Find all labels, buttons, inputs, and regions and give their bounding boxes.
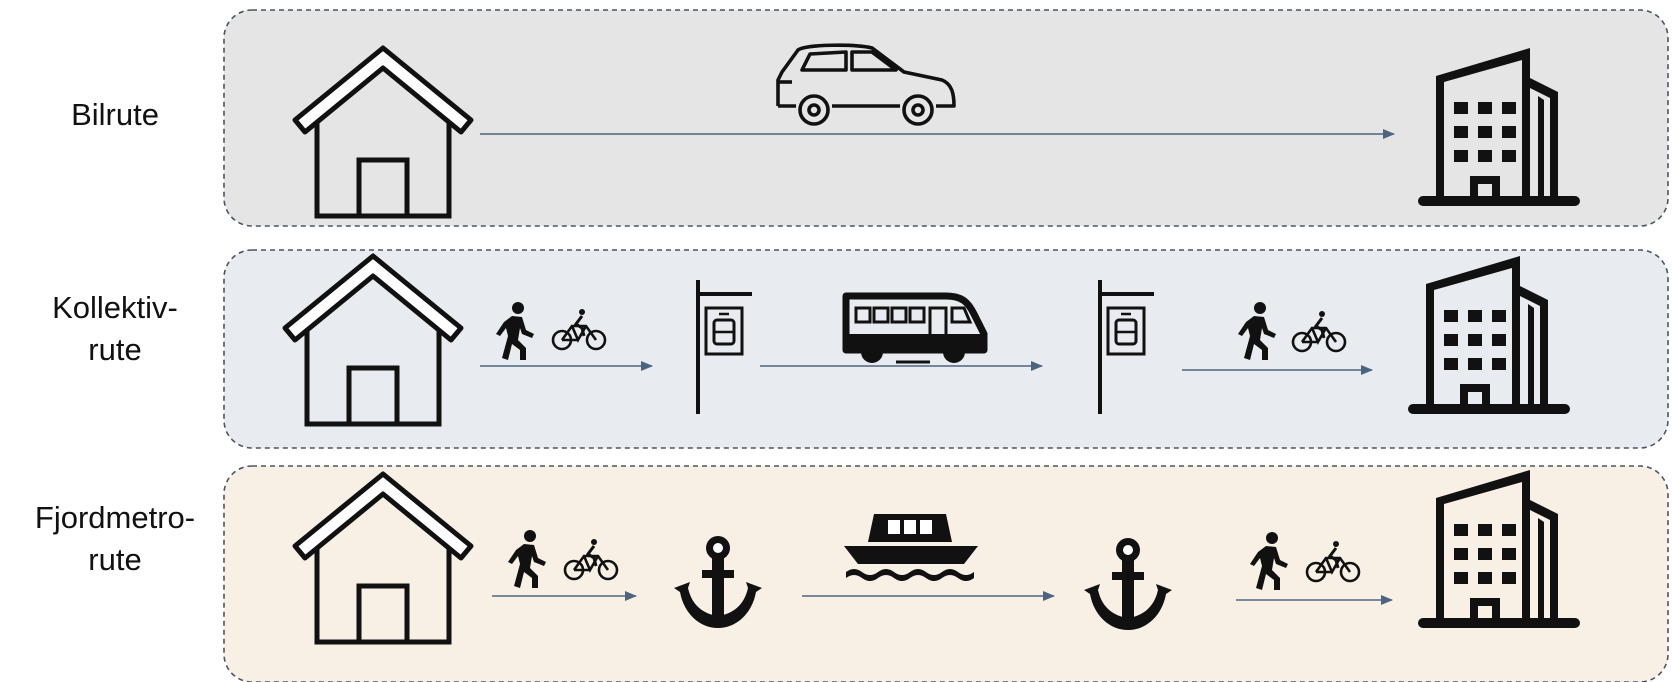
car-icon <box>776 43 956 126</box>
ferry-boat-icon <box>844 514 978 581</box>
bilrute-panel <box>223 9 1669 227</box>
row-label-bilrute: Bilrute <box>71 97 159 132</box>
bus-icon <box>842 292 988 364</box>
row-label-kollektivrute: Kollektiv- rute <box>52 290 178 367</box>
row-label-fjordmetrorute: Fjordmetro- rute <box>34 500 196 577</box>
